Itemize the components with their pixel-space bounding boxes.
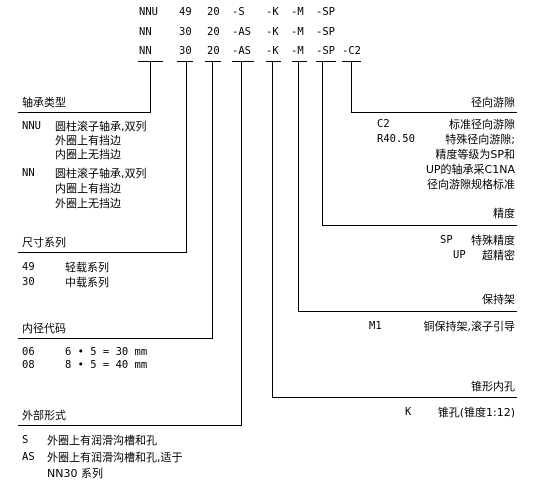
code-type: NN — [139, 26, 152, 38]
item-code: K — [405, 406, 412, 418]
code-taper: -K — [266, 45, 279, 57]
code-series: 30 — [179, 26, 192, 38]
section-title: 尺寸系列 — [22, 236, 66, 249]
item-code: 06 — [22, 346, 35, 358]
code-series: 49 — [179, 6, 192, 18]
item-code: R40.50 — [377, 133, 415, 145]
item-text: 径向游隙规格标准 — [427, 178, 515, 191]
item-text: 8 • 5 = 40 mm — [65, 359, 148, 371]
section-title: 保持架 — [482, 293, 515, 306]
item-code: NN — [22, 167, 35, 179]
section-title: 径向游隙 — [471, 96, 515, 109]
item-text: 锥孔(锥度1:12) — [437, 406, 515, 419]
item-text: 特殊精度 — [471, 234, 515, 247]
item-code: AS — [22, 451, 35, 463]
code-form: -AS — [232, 45, 251, 57]
item-code: 08 — [22, 359, 35, 371]
code-taper: -K — [266, 26, 279, 38]
item-code: C2 — [377, 118, 390, 130]
item-text: UP的轴承采C1NA — [425, 163, 515, 176]
section-title: 内径代码 — [22, 322, 66, 335]
item-code: S — [22, 434, 29, 446]
code-precision: -SP — [316, 26, 335, 38]
item-text: 圆柱滚子轴承,双列 — [55, 167, 147, 180]
item-code: 49 — [22, 261, 35, 273]
item-text: 内圈上有挡边 — [55, 182, 121, 195]
section-title: 锥形内孔 — [471, 380, 515, 393]
item-text: 外圈上有润滑沟槽和孔 — [47, 434, 157, 447]
item-code: UP — [453, 249, 466, 261]
code-taper: -K — [266, 6, 279, 18]
item-text: 标准径向游隙 — [449, 118, 515, 131]
code-clearance: -C2 — [342, 45, 361, 57]
item-text: 圆柱滚子轴承,双列 — [55, 120, 147, 133]
item-text: 外圈上有挡边 — [55, 134, 121, 147]
item-code: SP — [440, 234, 453, 246]
code-bore: 20 — [207, 26, 220, 38]
item-text: 中载系列 — [65, 276, 109, 289]
item-text: 6 • 5 = 30 mm — [65, 346, 148, 358]
item-text: 轻载系列 — [65, 261, 109, 274]
item-text: 特殊径向游隙; — [445, 133, 515, 146]
code-cage: -M — [291, 6, 304, 18]
section-title: 精度 — [493, 207, 515, 220]
item-text: 外圈上有润滑沟槽和孔,适于 — [47, 451, 183, 464]
item-text: 精度等级为SP和 — [435, 148, 515, 161]
code-precision: -SP — [316, 45, 335, 57]
section-title: 外部形式 — [22, 409, 66, 422]
code-form: -S — [232, 6, 245, 18]
code-cage: -M — [291, 45, 304, 57]
code-bore: 20 — [207, 6, 220, 18]
code-cage: -M — [291, 26, 304, 38]
code-series: 30 — [179, 45, 192, 57]
code-precision: -SP — [316, 6, 335, 18]
item-text: 外圈上无挡边 — [55, 197, 121, 210]
item-text: 铜保持架,滚子引导 — [423, 320, 516, 333]
item-text: 内圈上无挡边 — [55, 148, 121, 161]
code-type: NN — [139, 45, 152, 57]
item-code: NNU — [22, 120, 41, 132]
item-code: M1 — [369, 320, 382, 332]
section-title: 轴承类型 — [22, 96, 66, 109]
item-code: 30 — [22, 276, 35, 288]
code-bore: 20 — [207, 45, 220, 57]
code-form: -AS — [232, 26, 251, 38]
item-text: NN30 系列 — [47, 467, 103, 480]
item-text: 超精密 — [482, 249, 515, 262]
code-type: NNU — [139, 6, 158, 18]
